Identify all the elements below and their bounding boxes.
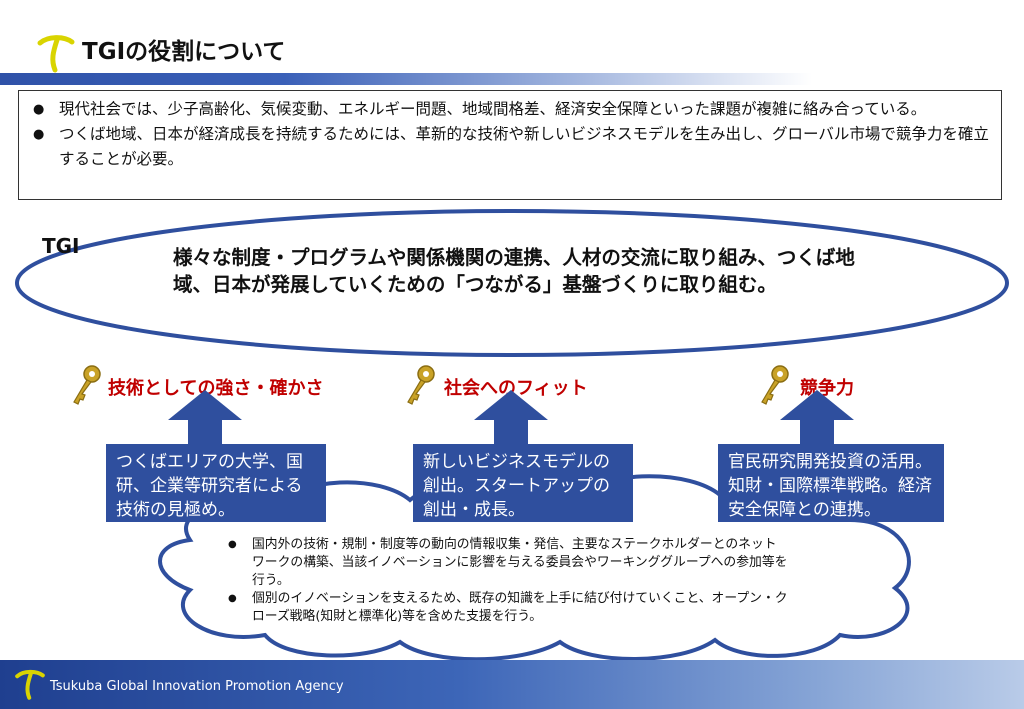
title-underline xyxy=(0,73,812,85)
intro-bullet: ● 現代社会では、少子高齢化、気候変動、エネルギー問題、地域間格差、経済安全保障… xyxy=(33,97,991,122)
tgi-mission-text: 様々な制度・プログラムや関係機関の連携、人材の交流に取り組み、つくば地域、日本が… xyxy=(173,246,855,296)
up-arrow-icon xyxy=(168,390,242,446)
page-title: TGIの役割について xyxy=(82,39,286,65)
bullet-icon: ● xyxy=(33,102,45,117)
cloud-bullet: ● 国内外の技術・規制・制度等の動向の情報収集・発信、主要なステークホルダーとの… xyxy=(228,537,788,588)
cloud-bullet-list: ● 国内外の技術・規制・制度等の動向の情報収集・発信、主要なステークホルダーとの… xyxy=(228,536,788,626)
pillar-box: つくばエリアの大学、国研、企業等研究者による技術の見極め。 xyxy=(106,444,326,522)
logo-icon xyxy=(37,35,75,73)
up-arrow-icon xyxy=(474,390,548,446)
footer-agency-name: Tsukuba Global Innovation Promotion Agen… xyxy=(50,679,344,694)
tgi-label: TGI xyxy=(42,234,80,258)
key-icon xyxy=(73,365,101,405)
logo-icon xyxy=(15,669,45,700)
bullet-icon: ● xyxy=(33,127,45,142)
intro-bullet-box: ● 現代社会では、少子高齢化、気候変動、エネルギー問題、地域間格差、経済安全保障… xyxy=(18,90,1002,200)
bullet-icon: ● xyxy=(228,593,237,604)
tgi-ellipse xyxy=(15,209,1009,357)
pillar-box: 官民研究開発投資の活用。知財・国際標準戦略。経済安全保障との連携。 xyxy=(718,444,944,522)
key-icon xyxy=(761,365,789,405)
pillar-label: 社会へのフィット xyxy=(444,378,588,399)
up-arrow-icon xyxy=(780,390,854,446)
key-icon xyxy=(407,365,435,405)
bullet-icon: ● xyxy=(228,539,237,550)
pillar-label: 技術としての強さ・確かさ xyxy=(108,378,324,399)
pillar-box: 新しいビジネスモデルの創出。スタートアップの創出・成長。 xyxy=(413,444,633,522)
footer-bar xyxy=(0,660,1024,709)
cloud-bullet: ● 個別のイノベーションを支えるため、既存の知識を上手に結び付けていくこと、オー… xyxy=(228,591,788,624)
intro-bullet: ● つくば地域、日本が経済成長を持続するためには、革新的な技術や新しいビジネスモ… xyxy=(33,122,991,172)
